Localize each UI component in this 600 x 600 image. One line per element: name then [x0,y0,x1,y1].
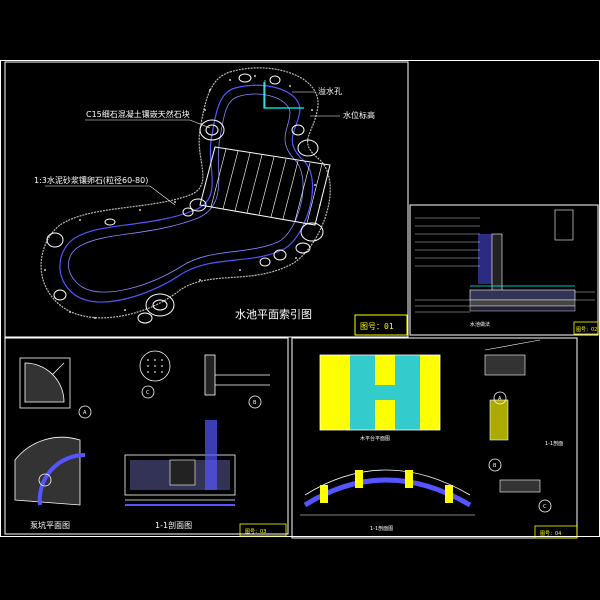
arch-section-caption: 1-1剖面图 [370,525,393,532]
sheet-4-tag: 图号：04 [540,531,561,537]
mesh-dots [147,359,163,373]
marker-c-3: C [146,390,150,396]
note-boulder: 1:3水泥砂浆镶卵石(粒径60-80) [34,175,148,185]
pump-pit-plan [14,436,86,506]
section-markers-3 [78,385,262,419]
detail-layers [469,209,576,312]
pump-pit-section [124,420,236,506]
deck-plan [319,354,441,431]
sheet-4-border [291,337,578,539]
water-level-marker [263,82,304,109]
sheet-2-border [409,204,599,336]
sheet-1-pond-plan: C15细石混凝土镶嵌天然石块 1:3水泥砂浆镶卵石(粒径60-80) 溢水孔 水… [4,61,409,338]
marker-c-4: C [543,504,547,510]
sheet-2-caption: 水池做法 [470,321,490,328]
deck-plan-caption: 木平台平面图 [360,435,390,442]
marker-a-3: A [83,410,87,416]
pump-section-caption: 1-1剖面图 [155,520,192,530]
sheet-3-tag-box [239,523,287,537]
boulder-stones [46,73,324,324]
detail-leader-lines [415,217,595,313]
post-details [484,339,541,493]
stone-band-dots [44,75,321,319]
pump-plan-caption: 泵坑平面图 [30,520,70,530]
sheet-2-pond-detail: 水池做法 图号：02 [409,204,599,336]
sheet-2-tag-box [573,321,599,335]
marker-b-3: B [253,400,257,406]
note-drain: 溢水孔 [318,86,342,96]
sheet-3-tag: 图号：03 [245,529,266,535]
pond-waterline [68,93,304,293]
marker-a-4: A [498,396,502,402]
sheet-1-title: 水池平面索引图 [235,307,312,321]
arch-bridge-section [300,469,475,516]
sheet-1-tag-box [354,314,408,336]
sheet-4-platform: 木平台平面图 A B C 1-1剖面 1-1剖面图 图号：04 [291,337,578,539]
sheet-3-pump-pit: A C B 泵坑平面图 1-1剖面图 图号：03 [4,337,289,537]
side-caption-4: 1-1剖面 [545,440,563,447]
pond-inner-outline [59,84,314,303]
section-markers-4 [488,391,552,513]
sheet-1-tag: 图号：01 [360,322,394,331]
note-water-line: 水位标高 [343,110,375,120]
pump-corner-plan [19,357,71,409]
mesh-circle [139,350,171,382]
pond-outer-outline [40,67,331,319]
sheet-3-border [4,337,289,535]
sheet-2-tag: 图号：02 [576,327,597,333]
wooden-bridge [199,146,331,226]
sheet-1-border [4,61,409,338]
sheet-4-tag-box [534,525,578,539]
marker-b-4: B [493,463,497,469]
wall-detail-a [204,354,270,396]
note-stone: C15细石混凝土镶嵌天然石块 [86,109,190,119]
